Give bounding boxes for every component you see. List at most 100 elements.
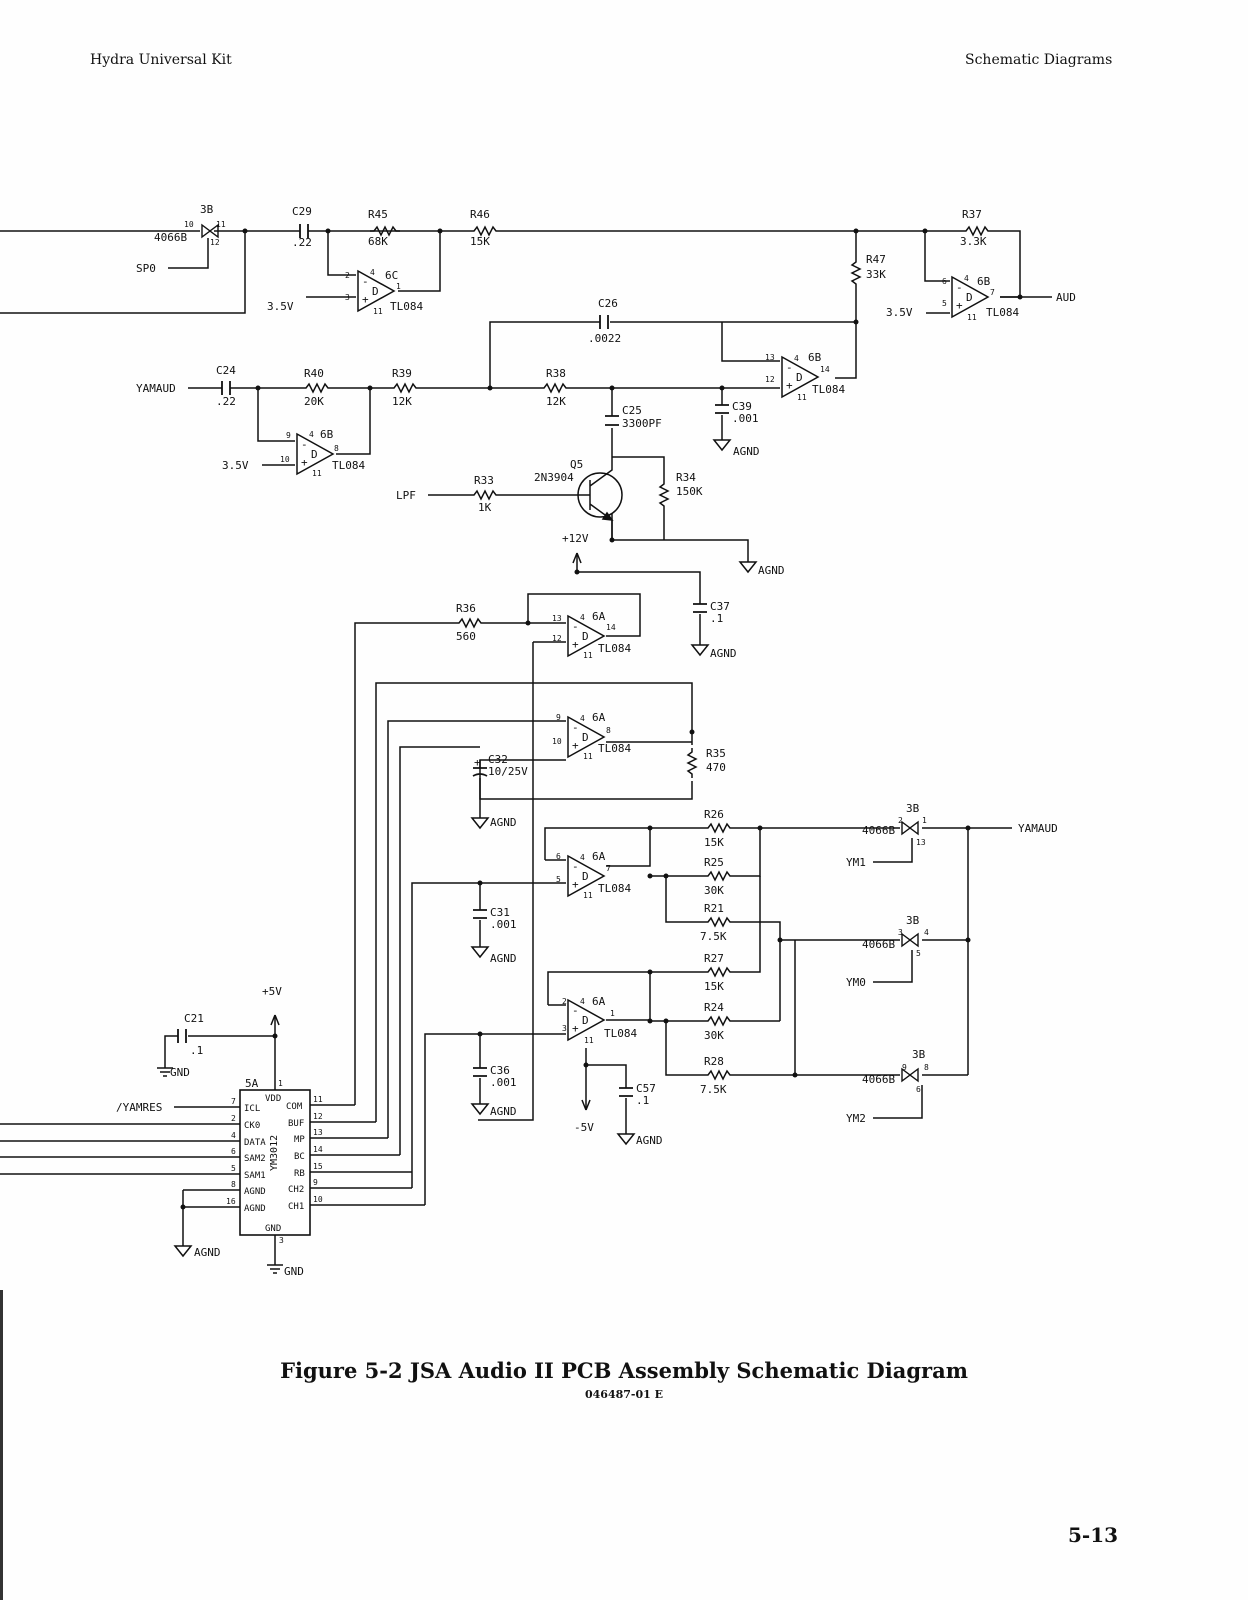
label-r26: R26: [704, 808, 724, 821]
label-r28: R28: [704, 1055, 724, 1068]
label-v5: +5V: [262, 985, 282, 998]
label-u5a-icl: ICL: [244, 1104, 260, 1114]
label-r24-val: 30K: [704, 1029, 724, 1042]
label-sw3b-3-p9: 9: [902, 1063, 907, 1072]
label-v12: +12V: [562, 532, 589, 545]
label-u6b-left-p11: 11: [312, 469, 322, 478]
label-c37-val: .1: [710, 612, 723, 625]
label-v35-a: 3.5V: [267, 300, 294, 313]
label-u6c-p1: 1: [396, 282, 401, 291]
label-u5a-bc: BC: [294, 1152, 305, 1162]
label-r40-val: 20K: [304, 395, 324, 408]
label-u6b-left-p9: 9: [286, 431, 291, 440]
label-u6b-left: 6B: [320, 428, 334, 441]
label-u6b-mid: 6B: [808, 351, 822, 364]
label-r36-val: 560: [456, 630, 476, 643]
label-sw3b-3-part: 4066B: [862, 1073, 895, 1086]
binding-edge: [0, 1290, 3, 1600]
label-u6a2-p4: 4: [580, 714, 585, 723]
schematic-labels: 3B 4066B 10 11 12 SP0 C29 .22 R45 68K R4…: [116, 203, 1076, 1278]
label-u6a2-part: TL084: [598, 742, 631, 755]
label-u6a4-part: TL084: [604, 1027, 637, 1040]
label-u6b-out: 6B: [977, 275, 991, 288]
label-u6a1-part: TL084: [598, 642, 631, 655]
label-u5a-data: DATA: [244, 1138, 266, 1148]
label-c36-val: .001: [490, 1076, 517, 1089]
label-r21-val: 7.5K: [700, 930, 727, 943]
label-u6b-left-p4: 4: [309, 430, 314, 439]
label-u6a3-p11: 11: [583, 891, 593, 900]
label-c32-val: 10/25V: [488, 765, 528, 778]
label-agnd-c37: AGND: [710, 647, 737, 660]
label-r47-val: 33K: [866, 268, 886, 281]
label-gnd-c21: GND: [170, 1066, 190, 1079]
label-u5a-mp: MP: [294, 1135, 305, 1145]
running-header-left: Hydra Universal Kit: [90, 52, 232, 68]
label-agnd-c39: AGND: [733, 445, 760, 458]
label-r47: R47: [866, 253, 886, 266]
label-sw3b-top: 3B: [200, 203, 214, 216]
label-sw3b-top-p11: 11: [216, 220, 226, 229]
label-sw3b-2-part: 4066B: [862, 938, 895, 951]
label-u5a-agnd2: AGND: [244, 1204, 266, 1214]
label-c21: C21: [184, 1012, 204, 1025]
label-u5a-p16: 16: [226, 1197, 236, 1206]
label-r27: R27: [704, 952, 724, 965]
label-c39: C39: [732, 400, 752, 413]
label-u5a-p11: 11: [313, 1095, 323, 1104]
label-u6a1: 6A: [592, 610, 606, 623]
label-r38-val: 12K: [546, 395, 566, 408]
label-sp0: SP0: [136, 262, 156, 275]
label-u5a-p7: 7: [231, 1097, 236, 1106]
label-u5a-p3: 3: [279, 1236, 284, 1245]
label-ym0: YM0: [846, 976, 866, 989]
label-q5: Q5: [570, 458, 583, 471]
label-r46: R46: [470, 208, 490, 221]
label-c32-plus: +: [474, 756, 481, 769]
running-header-right: Schematic Diagrams: [965, 52, 1113, 68]
label-u6a1-p4: 4: [580, 613, 585, 622]
label-sw3b-3-p6: 6: [916, 1085, 921, 1094]
label-r24: R24: [704, 1001, 724, 1014]
label-u6c-p4: 4: [370, 268, 375, 277]
label-aud: AUD: [1056, 291, 1076, 304]
label-sw3b-1-p1: 1: [922, 816, 927, 825]
label-v35-b: 3.5V: [886, 306, 913, 319]
label-vneg5: -5V: [574, 1121, 594, 1134]
label-u6a4-p3: 3: [562, 1024, 567, 1033]
label-u6a2-p11: 11: [583, 752, 593, 761]
label-u6b-out-p5: 5: [942, 299, 947, 308]
label-agnd-c31: AGND: [490, 952, 517, 965]
label-r46-val: 15K: [470, 235, 490, 248]
label-u6a4-p11: 11: [584, 1036, 594, 1045]
label-u5a-buf: BUF: [288, 1119, 304, 1129]
label-u6c: 6C: [385, 269, 398, 282]
label-r25-val: 30K: [704, 884, 724, 897]
label-u5a-ch1: CH1: [288, 1202, 304, 1212]
label-q5-part: 2N3904: [534, 471, 574, 484]
label-sw3b-1-p2: 2: [898, 816, 903, 825]
label-u6b-mid-part: TL084: [812, 383, 845, 396]
label-u6b-mid-p4: 4: [794, 354, 799, 363]
label-u5a-p15: 15: [313, 1162, 323, 1171]
label-u6b-out-p11: 11: [967, 313, 977, 322]
label-u5a-p2: 2: [231, 1114, 236, 1123]
label-gnd-u5a: GND: [284, 1265, 304, 1278]
label-u5a-p8: 8: [231, 1180, 236, 1189]
page-number: 5-13: [1068, 1523, 1119, 1547]
label-u6a2-p9: 9: [556, 713, 561, 722]
label-r37-val: 3.3K: [960, 235, 987, 248]
label-u6a2-p8: 8: [606, 726, 611, 735]
label-agnd-u5a: AGND: [194, 1246, 221, 1259]
label-c26: C26: [598, 297, 618, 310]
wires: [0, 230, 1052, 1265]
label-sw3b-3: 3B: [912, 1048, 926, 1061]
label-u5a-gnd: GND: [265, 1224, 281, 1234]
label-u5a-p1: 1: [278, 1079, 283, 1088]
junction-dots: [180, 228, 1023, 1210]
label-u5a-p13: 13: [313, 1128, 323, 1137]
label-r38: R38: [546, 367, 566, 380]
figure-doc-number: 046487-01 E: [584, 1388, 663, 1401]
label-v35-c: 3.5V: [222, 459, 249, 472]
